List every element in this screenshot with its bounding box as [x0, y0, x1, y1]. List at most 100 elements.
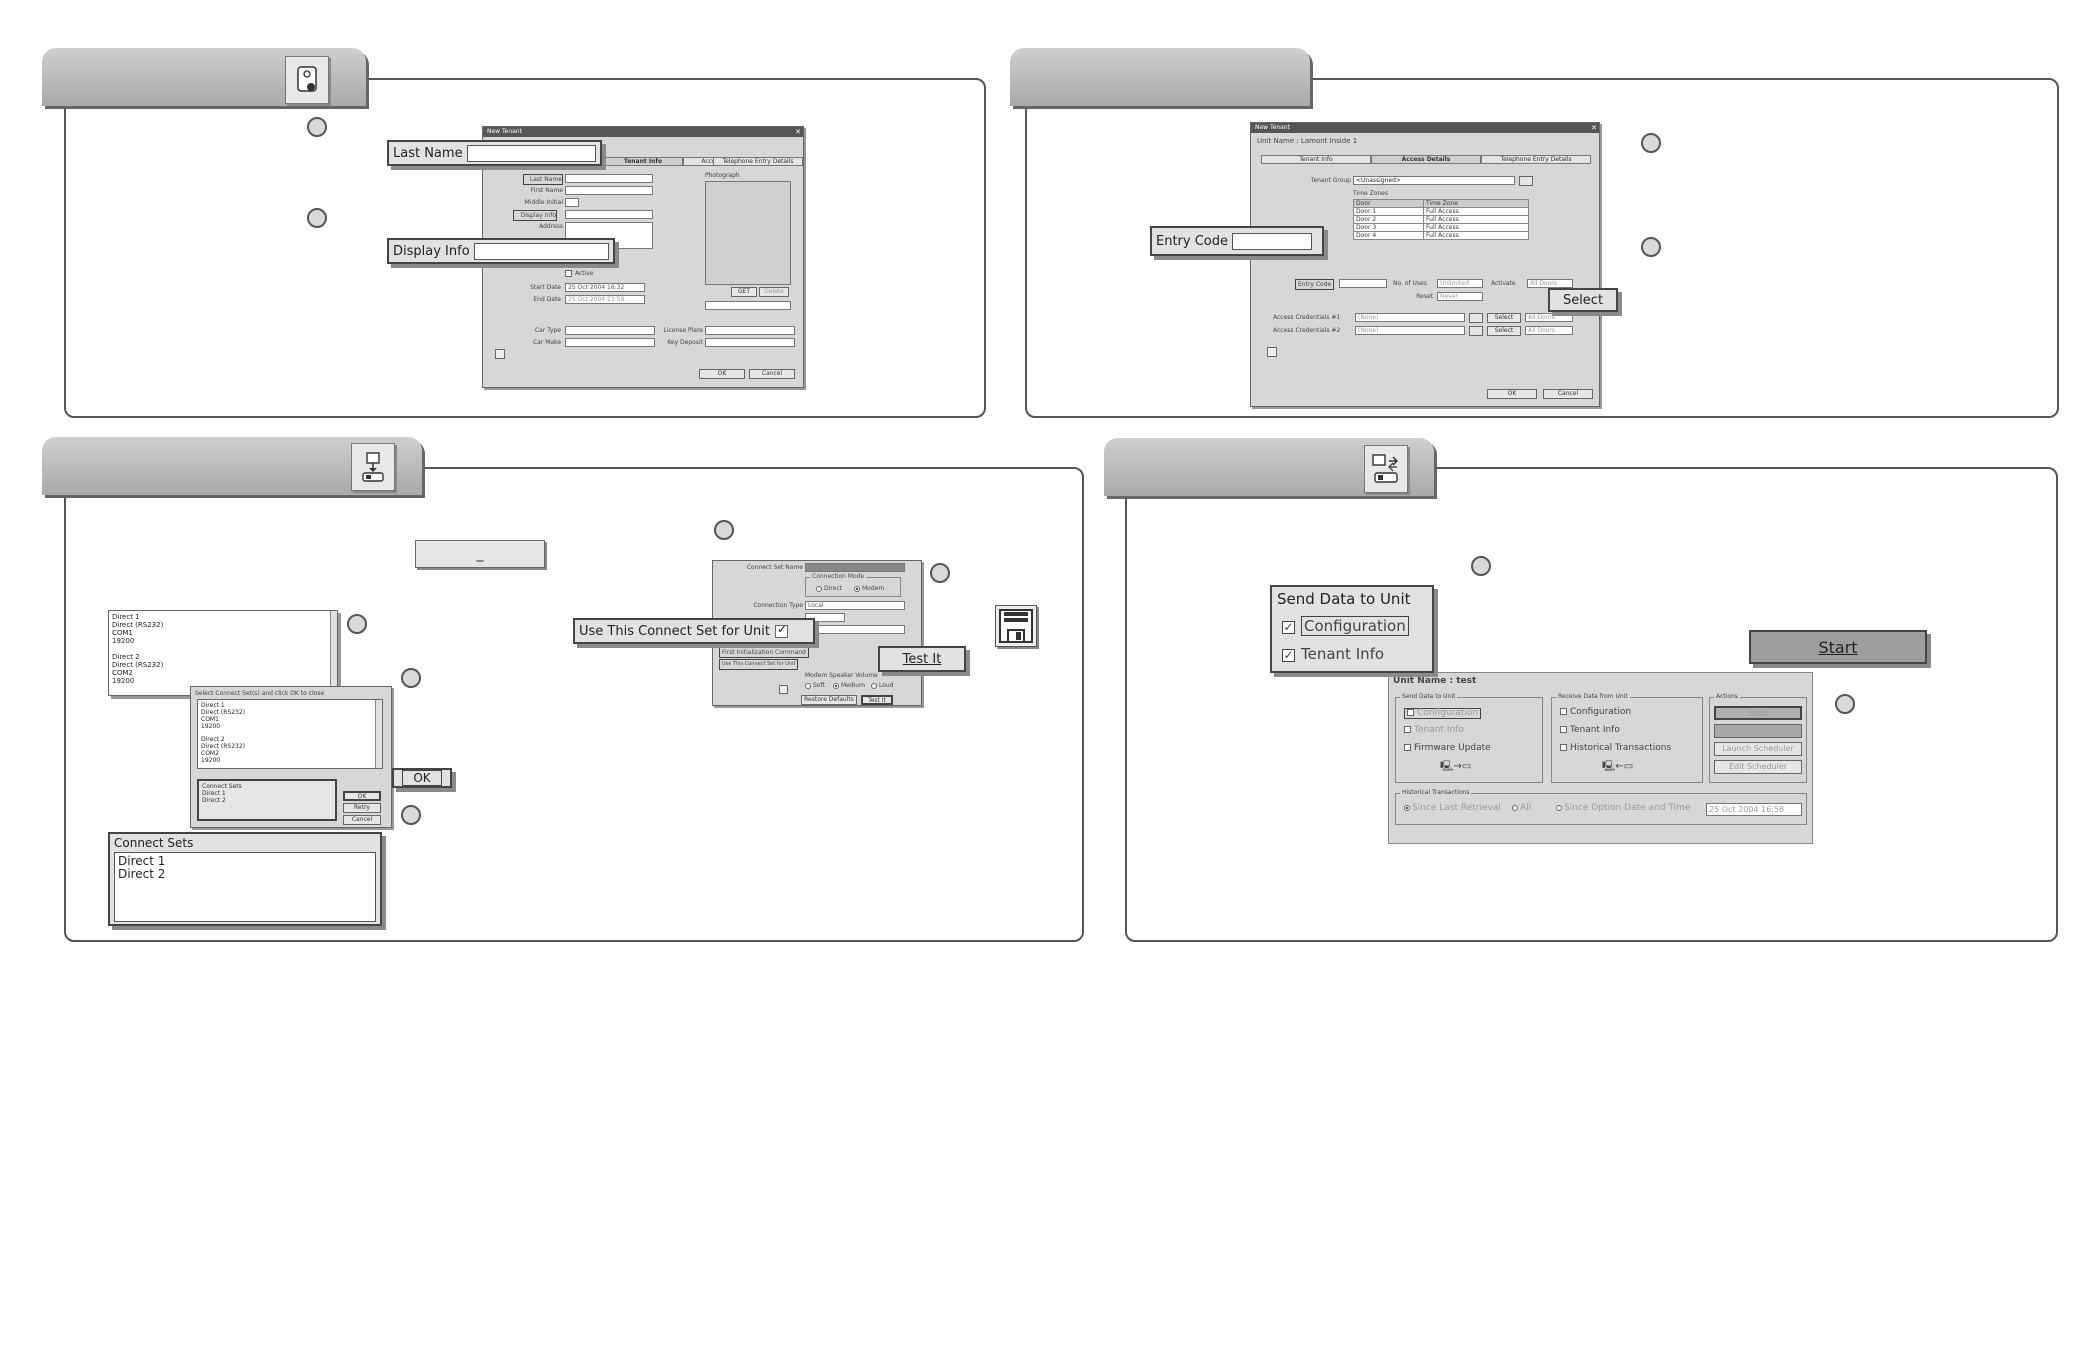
- historical-transactions-checkbox[interactable]: Historical Transactions: [1560, 744, 1671, 753]
- ok-button[interactable]: OK: [343, 791, 381, 801]
- license-plate-field[interactable]: [705, 326, 795, 335]
- last-name-field[interactable]: [565, 174, 653, 183]
- use-this-connect-set-small[interactable]: Use This Connect Set for Unit: [719, 659, 799, 670]
- connect-set-name-field[interactable]: [805, 563, 905, 572]
- address-label: Address: [539, 223, 563, 230]
- restore-defaults-button[interactable]: Restore Defaults: [801, 695, 857, 705]
- step-marker: [401, 805, 421, 825]
- cred1-browse-button[interactable]: [1469, 313, 1483, 323]
- scrollbar[interactable]: [375, 700, 382, 768]
- cancel-button[interactable]: Cancel: [749, 369, 795, 379]
- cred2-select-button[interactable]: Select: [1487, 326, 1521, 336]
- send-tenant-info-checkbox[interactable]: Tenant Info: [1404, 726, 1464, 735]
- loud-radio[interactable]: Loud: [871, 681, 894, 690]
- launch-scheduler-button[interactable]: Launch Scheduler: [1714, 742, 1802, 756]
- step-marker: [401, 668, 421, 688]
- tab-tenant-info[interactable]: Tenant Info: [603, 157, 683, 166]
- ok-button[interactable]: OK: [1487, 389, 1537, 399]
- cred2-browse-button[interactable]: [1469, 326, 1483, 336]
- scrollbar[interactable]: [330, 611, 337, 695]
- send-tenant-info-callout-checkbox[interactable]: ✓Tenant Info: [1282, 645, 1385, 663]
- since-last-retrieval-radio[interactable]: Since Last Retrieval: [1404, 804, 1501, 813]
- display-info-field[interactable]: [565, 210, 653, 219]
- connect-sets-list[interactable]: Direct 1 Direct 2: [114, 852, 376, 922]
- soft-radio[interactable]: Soft: [805, 681, 825, 690]
- modem-radio[interactable]: Modem: [854, 584, 884, 593]
- tab-telephone-entry[interactable]: Telephone Entry Details: [713, 157, 803, 166]
- blank-action-button[interactable]: [1714, 724, 1802, 738]
- cancel-button[interactable]: Cancel: [343, 815, 381, 825]
- test-it-small-button[interactable]: Test It: [861, 695, 893, 705]
- car-type-field[interactable]: [565, 326, 655, 335]
- firmware-update-checkbox[interactable]: Firmware Update: [1404, 744, 1491, 753]
- retry-button[interactable]: Retry: [343, 803, 381, 813]
- tenant-group-browse-button[interactable]: [1519, 176, 1533, 186]
- pc-to-unit-icon: 🖳→▭: [1440, 761, 1472, 772]
- active-checkbox[interactable]: Active: [565, 269, 594, 278]
- first-name-field[interactable]: [565, 186, 653, 195]
- cancel-button[interactable]: Cancel: [1543, 389, 1593, 399]
- key-deposit-field[interactable]: [705, 338, 795, 347]
- medium-radio[interactable]: Medium: [833, 681, 865, 690]
- ok-button[interactable]: OK: [699, 369, 745, 379]
- get-button[interactable]: GET: [731, 287, 757, 297]
- send-configuration-callout-checkbox[interactable]: ✓Configuration: [1282, 616, 1409, 636]
- tenant-icon: [285, 56, 329, 104]
- blank-button[interactable]: _: [415, 540, 545, 568]
- cred1-field[interactable]: (None): [1355, 313, 1465, 322]
- middle-initial-field[interactable]: [565, 198, 579, 207]
- since-date-field[interactable]: 25 Oct 2004 16:58: [1706, 803, 1802, 816]
- close-icon[interactable]: ✕: [1591, 124, 1597, 132]
- delete-button[interactable]: Delete: [759, 287, 789, 297]
- receive-tenant-info-checkbox[interactable]: Tenant Info: [1560, 726, 1620, 735]
- tab-tenant-info[interactable]: Tenant Info: [1261, 155, 1371, 164]
- connection-type-select[interactable]: Local: [805, 601, 905, 610]
- cred2-label: Access Credentials #2: [1273, 327, 1341, 334]
- cred2-doors-select[interactable]: All Doors: [1525, 326, 1573, 335]
- port-select[interactable]: [805, 625, 905, 634]
- resize-grip-icon[interactable]: [495, 349, 505, 359]
- start-small-button[interactable]: Start: [1714, 706, 1802, 720]
- start-date-field[interactable]: 25 Oct 2004 16:32: [565, 283, 645, 292]
- edit-scheduler-button[interactable]: Edit Scheduler: [1714, 760, 1802, 774]
- tab-telephone-entry[interactable]: Telephone Entry Details: [1481, 155, 1591, 164]
- car-type-label: Car Type: [534, 327, 561, 334]
- all-radio[interactable]: All: [1512, 804, 1531, 813]
- tenant-group-select[interactable]: <Unassigned>: [1353, 176, 1515, 185]
- ok-callout: OK: [392, 768, 452, 788]
- cred1-select-button[interactable]: Select: [1487, 313, 1521, 323]
- no-of-uses-select[interactable]: Unlimited: [1437, 279, 1483, 288]
- license-plate-label: License Plate: [663, 327, 703, 334]
- resize-grip-icon[interactable]: [779, 685, 788, 694]
- modem-select[interactable]: [805, 613, 845, 622]
- send-configuration-checkbox[interactable]: Configuration: [1404, 708, 1482, 719]
- cred1-doors-select[interactable]: All Doors: [1525, 313, 1573, 322]
- tab-access-details[interactable]: Access Details: [1371, 155, 1481, 164]
- last-name-callout: Last Name: [387, 140, 602, 166]
- cred2-field[interactable]: (None): [1355, 326, 1465, 335]
- save-icon[interactable]: [995, 605, 1037, 647]
- photo-path-field[interactable]: [705, 301, 791, 310]
- list-item[interactable]: Direct 1: [118, 854, 166, 868]
- reset-select[interactable]: Never: [1437, 292, 1483, 301]
- time-zones-label: Time Zones: [1353, 190, 1388, 197]
- close-icon[interactable]: ✕: [795, 128, 801, 136]
- entry-code-field[interactable]: [1339, 279, 1387, 288]
- photograph-label: Photograph: [705, 172, 740, 179]
- list-item[interactable]: Direct 2: [118, 867, 166, 881]
- end-date-field[interactable]: 25 Oct 2004 23:59: [565, 295, 645, 304]
- use-this-connect-set-checkbox[interactable]: ✓: [774, 621, 788, 638]
- car-make-field[interactable]: [565, 338, 655, 347]
- resize-grip-icon[interactable]: [1267, 347, 1277, 357]
- since-date-radio[interactable]: Since Option Date and Time: [1556, 804, 1690, 813]
- direct-radio[interactable]: Direct: [816, 584, 842, 593]
- receive-configuration-checkbox[interactable]: Configuration: [1560, 708, 1631, 717]
- activate-select[interactable]: All Doors: [1527, 279, 1573, 288]
